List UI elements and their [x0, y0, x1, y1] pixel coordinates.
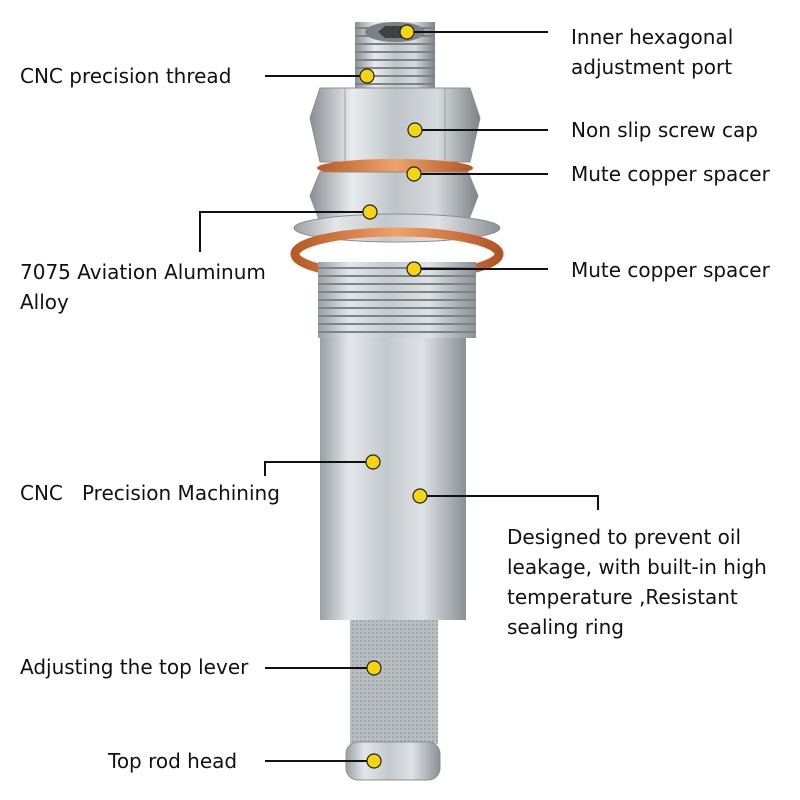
label-line: 7075 Aviation Aluminum	[20, 260, 266, 284]
leader-lines	[199, 31, 599, 762]
label-spacer-2: Mute copper spacer	[571, 258, 770, 282]
label-line: leakage, with built-in high	[507, 555, 767, 579]
label-line: temperature ,Resistant	[507, 585, 738, 609]
label-line: Alloy	[20, 290, 69, 314]
label-lever: Adjusting the top lever	[20, 655, 249, 679]
label-line: adjustment port	[571, 55, 733, 79]
marker-aluminum	[362, 204, 378, 220]
markers	[359, 24, 428, 769]
marker-thread	[359, 68, 375, 84]
marker-rod-head	[366, 753, 382, 769]
label-leakage: Designed to prevent oil leakage, with bu…	[507, 522, 767, 642]
threaded-section	[318, 262, 476, 338]
label-line: Inner hexagonal	[571, 25, 734, 49]
main-body	[320, 338, 466, 620]
label-line: sealing ring	[507, 615, 624, 639]
label-machining: CNC Precision Machining	[20, 481, 280, 505]
label-screw-cap: Non slip screw cap	[571, 118, 758, 142]
marker-leakage	[412, 488, 428, 504]
screw-cap	[309, 87, 481, 163]
label-rod-head: Top rod head	[108, 749, 238, 773]
label-thread: CNC precision thread	[20, 64, 232, 88]
marker-spacer-1	[406, 166, 422, 182]
marker-machining	[365, 454, 381, 470]
marker-inner-port	[399, 24, 415, 40]
marker-lever	[366, 660, 382, 676]
label-spacer-1: Mute copper spacer	[571, 162, 770, 186]
top-lever-mesh	[350, 620, 438, 744]
label-line: Designed to prevent oil	[507, 525, 741, 549]
marker-spacer-2	[406, 261, 422, 277]
marker-screw-cap	[407, 122, 423, 138]
label-aluminum: 7075 Aviation Aluminum Alloy	[20, 257, 266, 317]
label-inner-port: Inner hexagonal adjustment port	[571, 22, 733, 82]
